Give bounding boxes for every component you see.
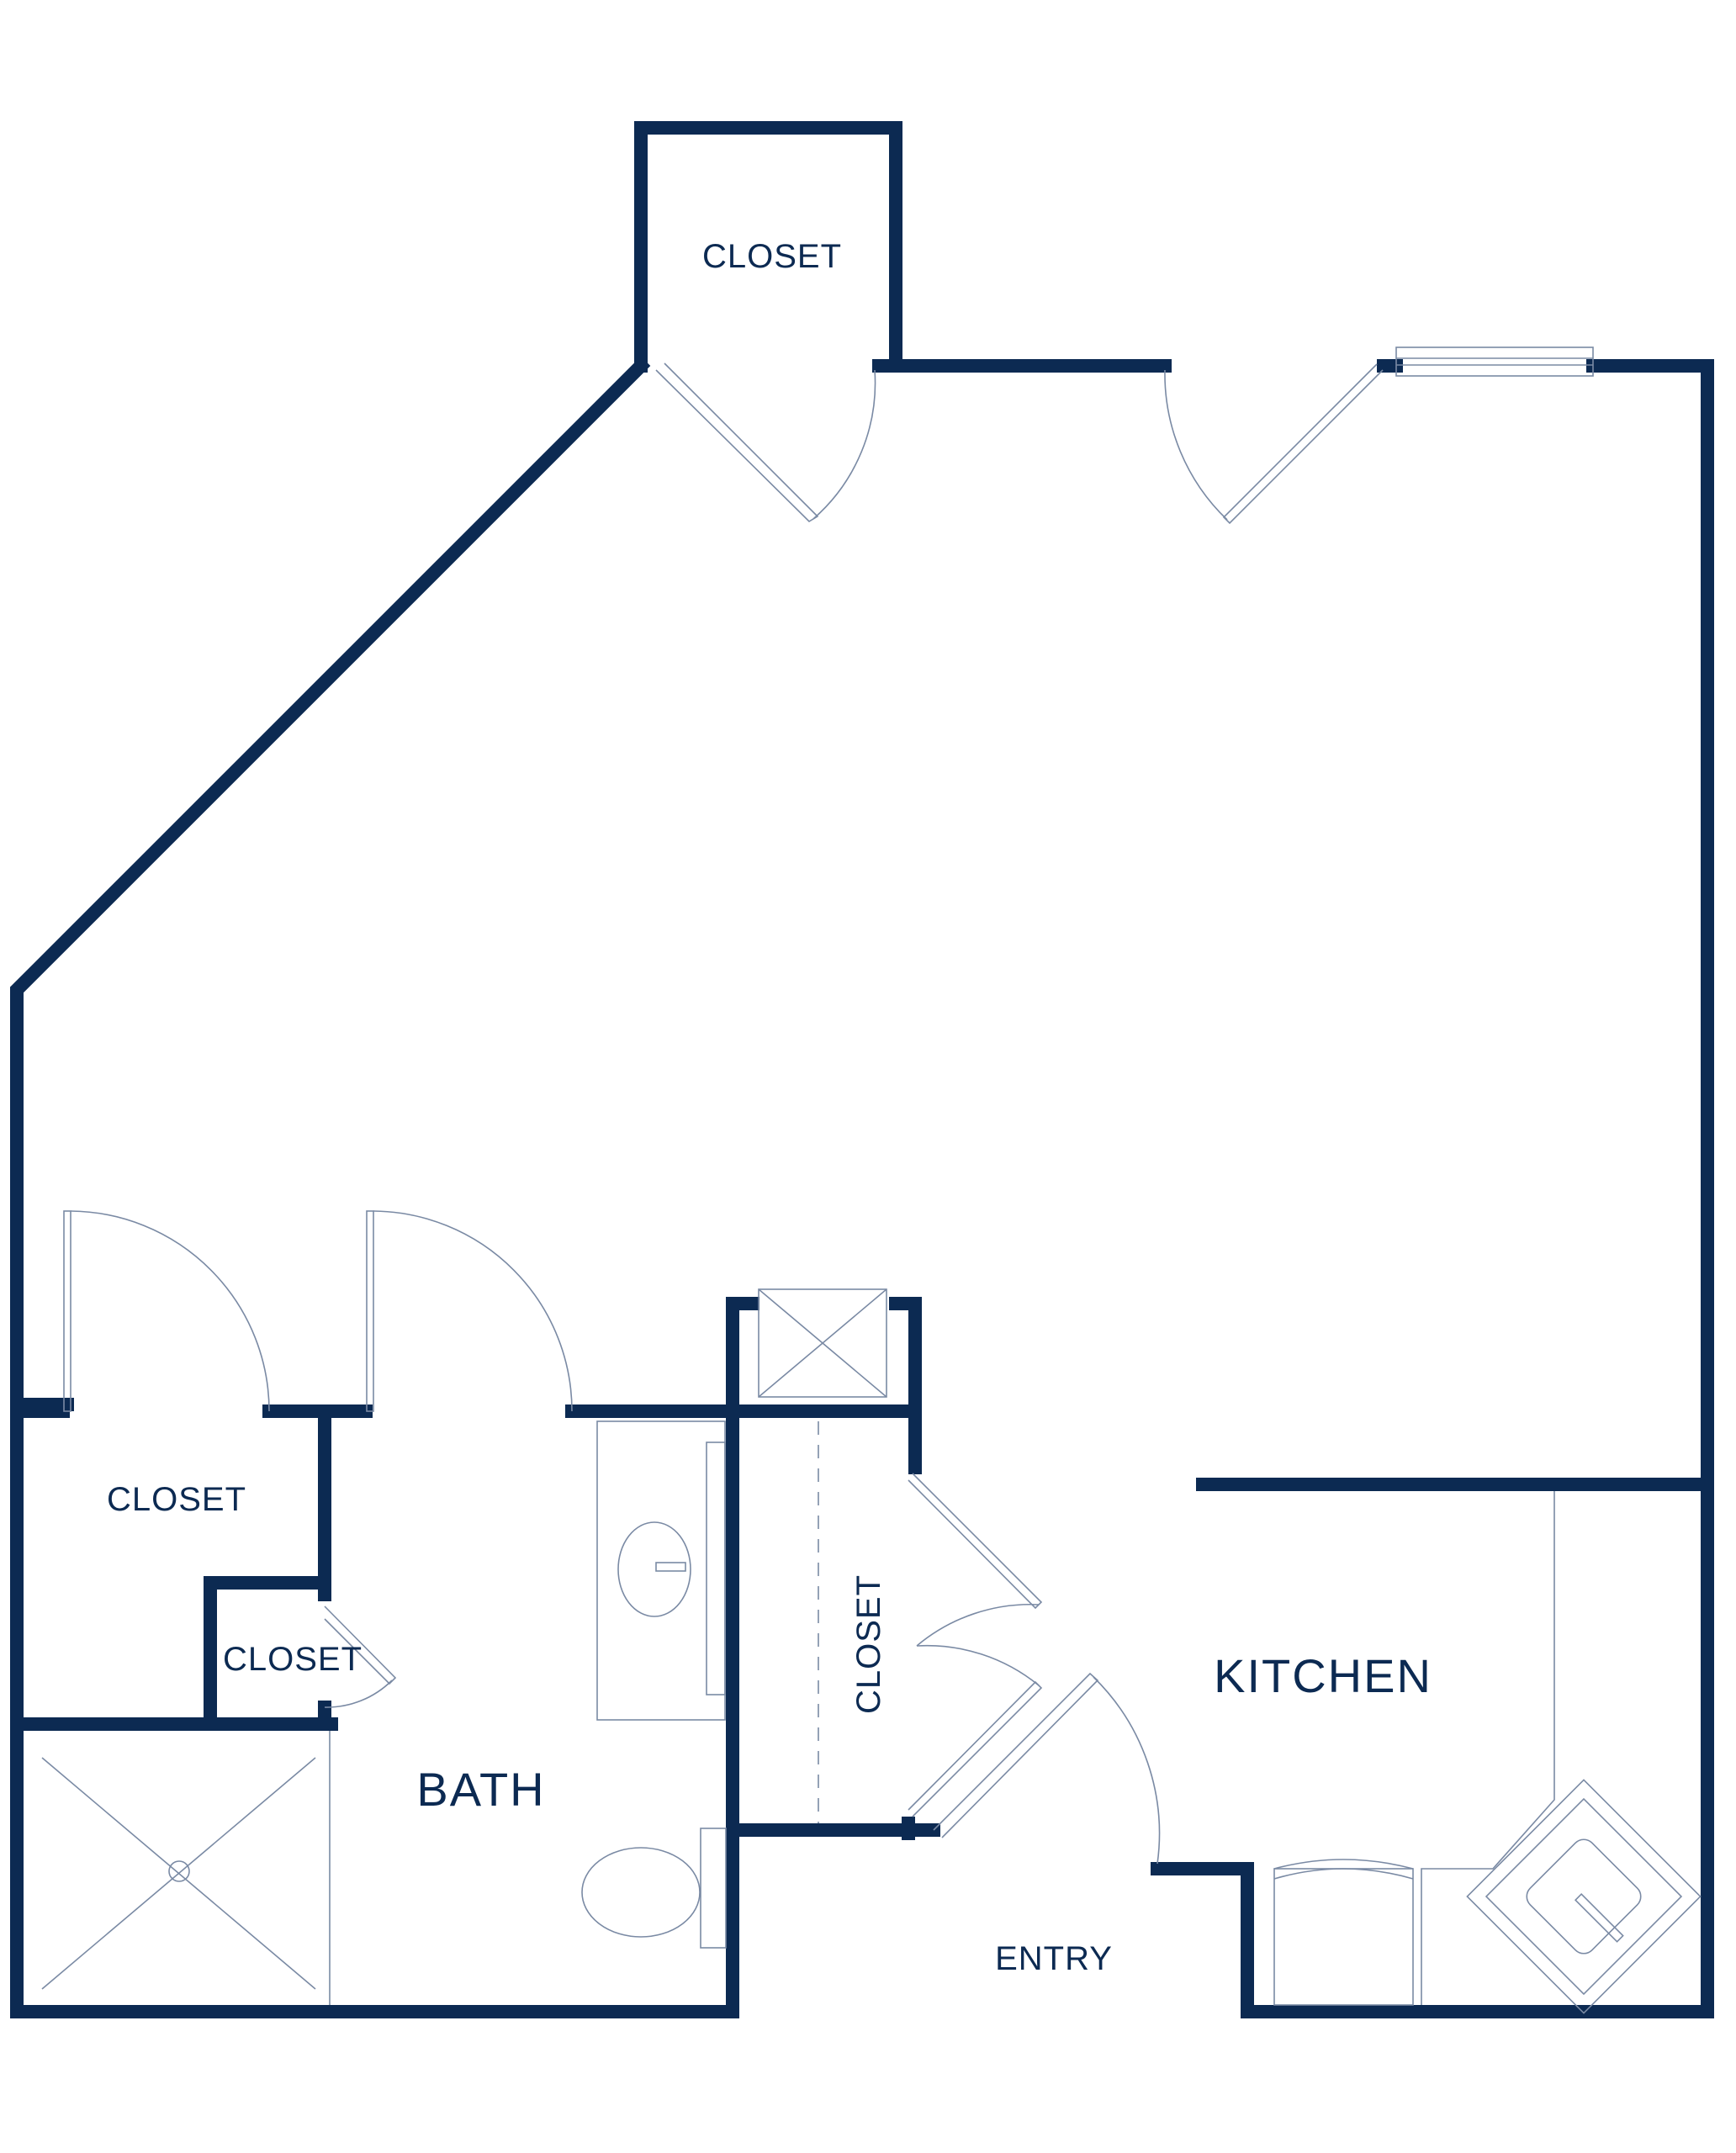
bath-door [366, 1210, 573, 1412]
hvac-chase-walls [726, 1297, 760, 1418]
exterior-wall-right [1151, 359, 1714, 2018]
top-right-door [1164, 363, 1384, 525]
left-closet-label: CLOSET [107, 1481, 246, 1518]
exterior-wall-left [10, 356, 651, 1411]
hvac-unit [758, 1288, 887, 1398]
kitchen-counter [1273, 1491, 1555, 2006]
small-closet-walls [204, 1576, 331, 1727]
fixtures [41, 1288, 1702, 2014]
entry-door [933, 1672, 1161, 1865]
entry-label: ENTRY [995, 1940, 1113, 1977]
left-closet-door [63, 1210, 270, 1412]
shower [41, 1731, 331, 2005]
doors [63, 362, 1384, 1865]
kitchen-sink [1466, 1779, 1702, 2014]
top-closet-walls [634, 121, 902, 373]
top-closet-door [655, 362, 876, 523]
window [1395, 346, 1594, 377]
top-closet-label: CLOSET [702, 238, 842, 275]
small-closet-label: CLOSET [223, 1641, 363, 1678]
bath-label: BATH [416, 1763, 545, 1816]
hvac-chase-right [889, 1297, 922, 1474]
room-labels: CLOSET CLOSET CLOSET CLOSET BATH KITCHEN… [107, 238, 1432, 1977]
bath-vanity [596, 1420, 726, 1721]
small-closet-door [324, 1605, 397, 1708]
exterior-wall-left-lower [10, 1398, 739, 2018]
toilet [581, 1828, 727, 1949]
hall-closet-label: CLOSET [850, 1574, 887, 1714]
walls [10, 121, 1714, 2018]
kitchen-label: KITCHEN [1214, 1649, 1432, 1702]
hall-closet-doors [908, 1473, 1043, 1817]
